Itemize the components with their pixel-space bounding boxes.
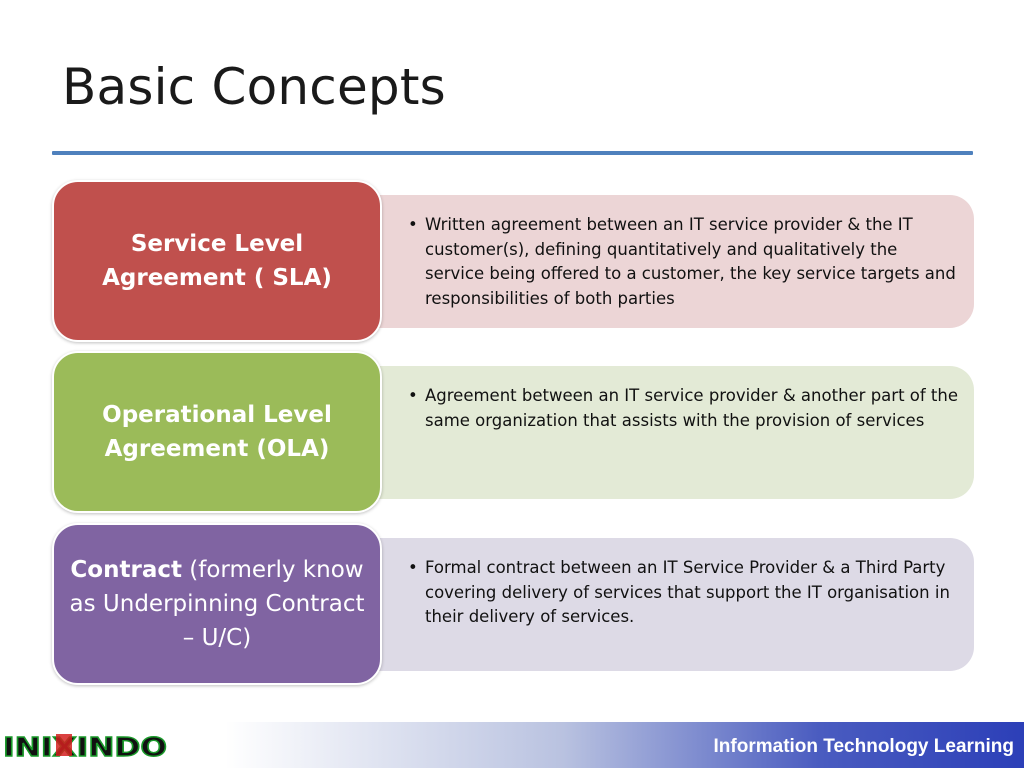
description-text: Written agreement between an IT service … [425, 215, 956, 308]
concept-label-box: Service Level Agreement ( SLA) [52, 180, 382, 342]
concept-label-box: Contract (formerly know as Underpinning … [52, 523, 382, 685]
description-text: Formal contract between an IT Service Pr… [425, 558, 950, 626]
description-item: • Agreement between an IT service provide… [408, 384, 960, 433]
footer-bar: Information Technology Learning [0, 722, 1024, 768]
bullet-icon: • [408, 215, 418, 234]
description-list: • Written agreement between an IT service… [408, 213, 960, 311]
concept-label-regular: (formerly know as Underpinning Contract … [69, 557, 365, 651]
description-list: • Formal contract between an IT Service P… [408, 556, 960, 630]
inixindo-logo-icon: INIXINDO [2, 732, 167, 760]
footer-text: Information Technology Learning [713, 736, 1014, 757]
page-title: Basic Concepts [62, 58, 446, 116]
concept-description-panel: • Agreement between an IT service provide… [340, 366, 974, 499]
concept-description-panel: • Written agreement between an IT service… [340, 195, 974, 328]
concept-label-bold: Operational Level Agreement (OLA) [102, 402, 332, 462]
concept-label-box: Operational Level Agreement (OLA) [52, 351, 382, 513]
description-list: • Agreement between an IT service provide… [408, 384, 960, 433]
logo-lettering: INIXINDO [3, 733, 167, 760]
logo-red-mark [56, 734, 72, 756]
bullet-icon: • [408, 558, 418, 577]
concept-label-bold: Service Level Agreement ( SLA) [102, 231, 332, 291]
concept-description-panel: • Formal contract between an IT Service P… [340, 538, 974, 671]
description-item: • Written agreement between an IT service… [408, 213, 960, 311]
description-item: • Formal contract between an IT Service P… [408, 556, 960, 630]
title-divider [52, 151, 973, 155]
description-text: Agreement between an IT service provider… [425, 386, 959, 430]
concept-label-bold: Contract [70, 557, 182, 583]
bullet-icon: • [408, 386, 418, 405]
